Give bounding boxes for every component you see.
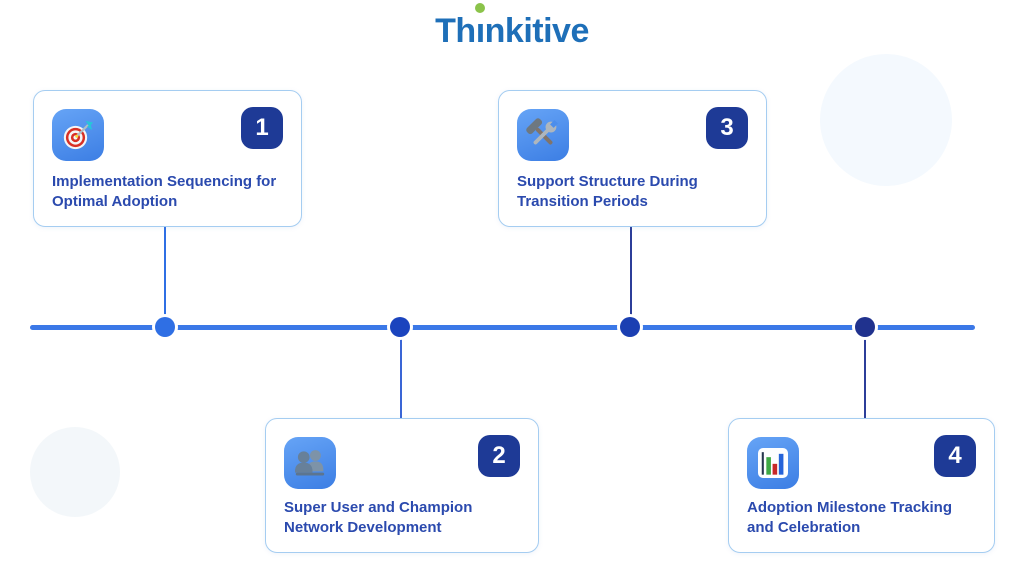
step-card-4: 4 Adoption Milestone Tracking and Celebr… bbox=[728, 418, 995, 553]
connector-step-2 bbox=[400, 337, 402, 418]
logo-letter-i: ı bbox=[475, 3, 486, 51]
connector-step-1 bbox=[164, 225, 166, 317]
step-card-2: 2 Super User and Champion Network Develo… bbox=[265, 418, 539, 553]
timeline-line bbox=[30, 325, 975, 330]
logo-text-post: nkitive bbox=[484, 12, 590, 50]
step-number-badge: 3 bbox=[706, 107, 748, 149]
logo-i-glyph: ı bbox=[475, 12, 485, 50]
connector-step-4 bbox=[864, 337, 866, 418]
step-title: Implementation Sequencing for Optimal Ad… bbox=[52, 172, 277, 210]
step-number-badge: 1 bbox=[241, 107, 283, 149]
two-people-icon bbox=[284, 437, 336, 489]
step-number: 3 bbox=[720, 114, 734, 141]
step-card-3: 3 Support Structure During Transition Pe… bbox=[498, 90, 767, 227]
timeline-dot-step-1 bbox=[155, 317, 175, 337]
step-number: 2 bbox=[492, 442, 506, 469]
hammer-wrench-icon bbox=[517, 109, 569, 161]
connector-step-3 bbox=[630, 225, 632, 317]
timeline-dot-step-4 bbox=[855, 317, 875, 337]
decor-circle-bottom-left bbox=[30, 427, 120, 517]
target-dart-icon bbox=[52, 109, 104, 161]
logo-green-dot-icon bbox=[475, 3, 486, 13]
timeline-dot-step-2 bbox=[390, 317, 410, 337]
decor-circle-top-right bbox=[820, 54, 952, 186]
step-title: Support Structure During Transition Peri… bbox=[517, 172, 698, 210]
step-number-badge: 4 bbox=[934, 435, 976, 477]
step-card-1: 1 Implementation Sequencing for Optimal … bbox=[33, 90, 302, 227]
step-title: Adoption Milestone Tracking and Celebrat… bbox=[747, 498, 953, 536]
step-number: 4 bbox=[948, 442, 962, 469]
bar-chart-icon bbox=[747, 437, 799, 489]
step-number: 1 bbox=[255, 114, 269, 141]
step-title: Super User and Champion Network Developm… bbox=[284, 498, 473, 536]
timeline-dot-step-3 bbox=[620, 317, 640, 337]
step-number-badge: 2 bbox=[478, 435, 520, 477]
logo-text-pre: Th bbox=[435, 12, 476, 50]
